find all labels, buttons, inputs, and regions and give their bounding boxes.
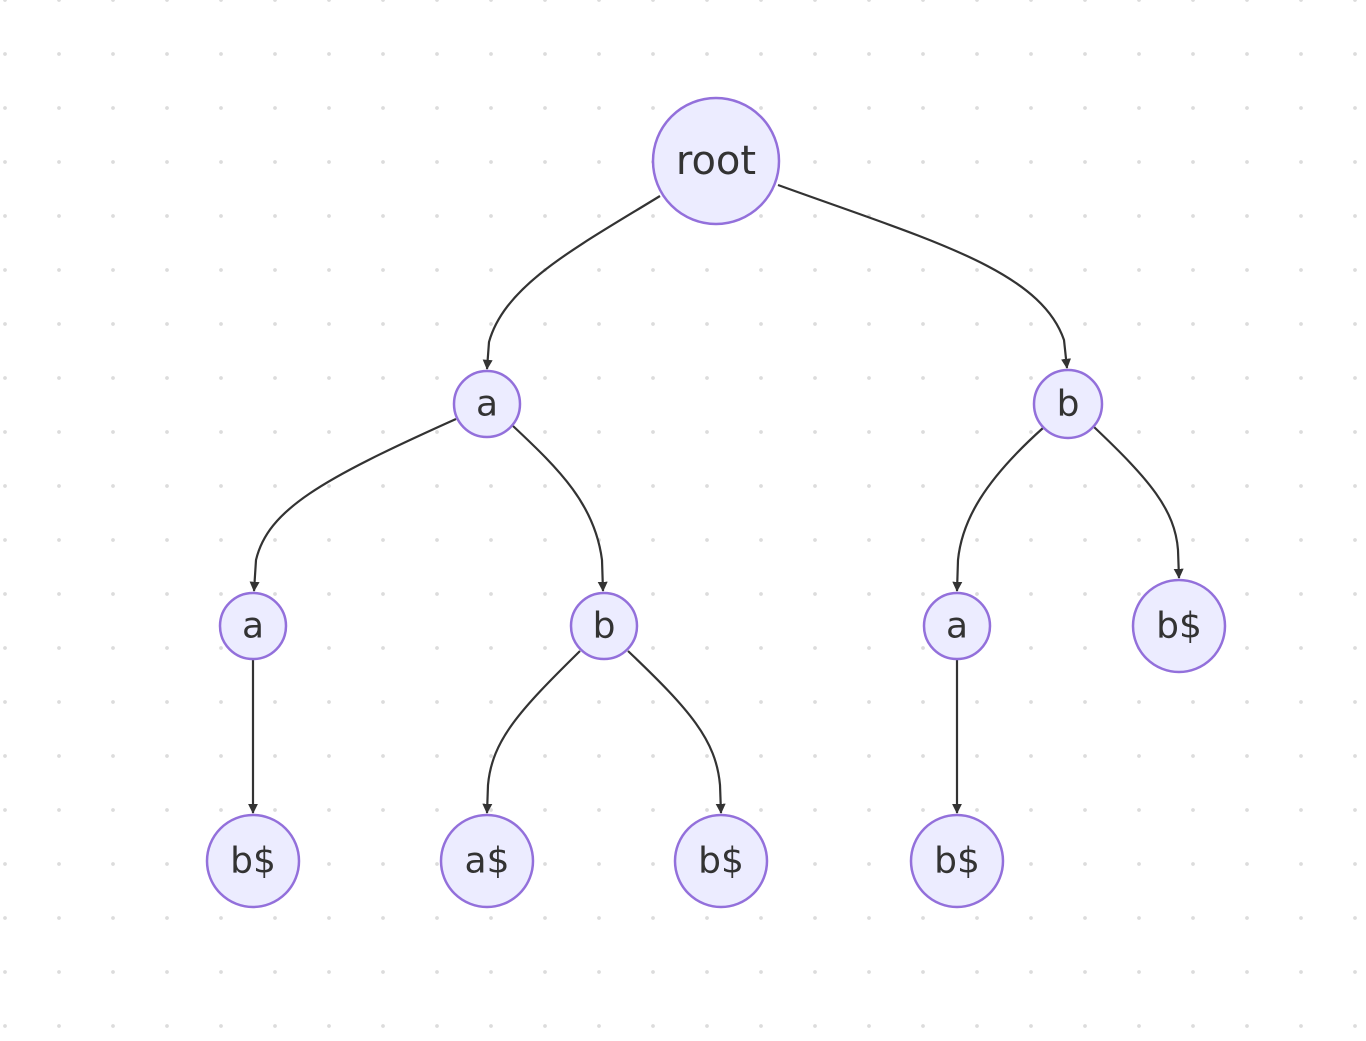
edge-n_root-n_b (777, 183, 1071, 369)
edge-n_root-n_a (482, 195, 661, 370)
node-circle (909, 813, 1005, 909)
node-circle (569, 591, 639, 661)
node-label: b (593, 606, 616, 647)
node-label: a (946, 606, 968, 647)
edges-layer (248, 183, 1184, 814)
node-circle (205, 813, 301, 909)
node-label: a (242, 606, 264, 647)
node-label: b$ (698, 841, 744, 882)
node-label: root (676, 138, 756, 184)
tree-node-bb: b$ (1131, 578, 1227, 674)
tree-node-bab: b$ (909, 813, 1005, 909)
node-circle (218, 591, 288, 661)
edge-n_a-n_aa (249, 417, 457, 592)
node-circle (452, 369, 522, 439)
node-label: b$ (230, 841, 276, 882)
node-circle (922, 591, 992, 661)
node-label: b (1057, 384, 1080, 425)
tree-node-b: b (1032, 368, 1104, 440)
node-circle (1032, 368, 1104, 440)
tree-node-abb: b$ (673, 813, 769, 909)
node-circle (651, 96, 781, 226)
tree-node-aab: b$ (205, 813, 301, 909)
tree-node-root: root (651, 96, 781, 226)
nodes-layer: root a b a b a b$ b$ a$ b$ b$ (205, 96, 1227, 909)
edge-n_ab-n_aba (482, 650, 581, 814)
node-circle (1131, 578, 1227, 674)
tree-node-ba: a (922, 591, 992, 661)
edge-n_ab-n_abb (627, 650, 726, 814)
node-label: b$ (934, 841, 980, 882)
node-label: a$ (465, 841, 510, 882)
tree-node-ab: b (569, 591, 639, 661)
node-circle (439, 813, 535, 909)
edge-n_b-n_ba (952, 427, 1044, 592)
tree-node-aa: a (218, 591, 288, 661)
tree-node-a: a (452, 369, 522, 439)
edge-n_b-n_bb (1093, 426, 1184, 579)
node-circle (673, 813, 769, 909)
edge-n_a-n_ab (512, 425, 608, 592)
node-label: a (476, 384, 498, 425)
node-label: b$ (1156, 606, 1202, 647)
tree-node-aba: a$ (439, 813, 535, 909)
